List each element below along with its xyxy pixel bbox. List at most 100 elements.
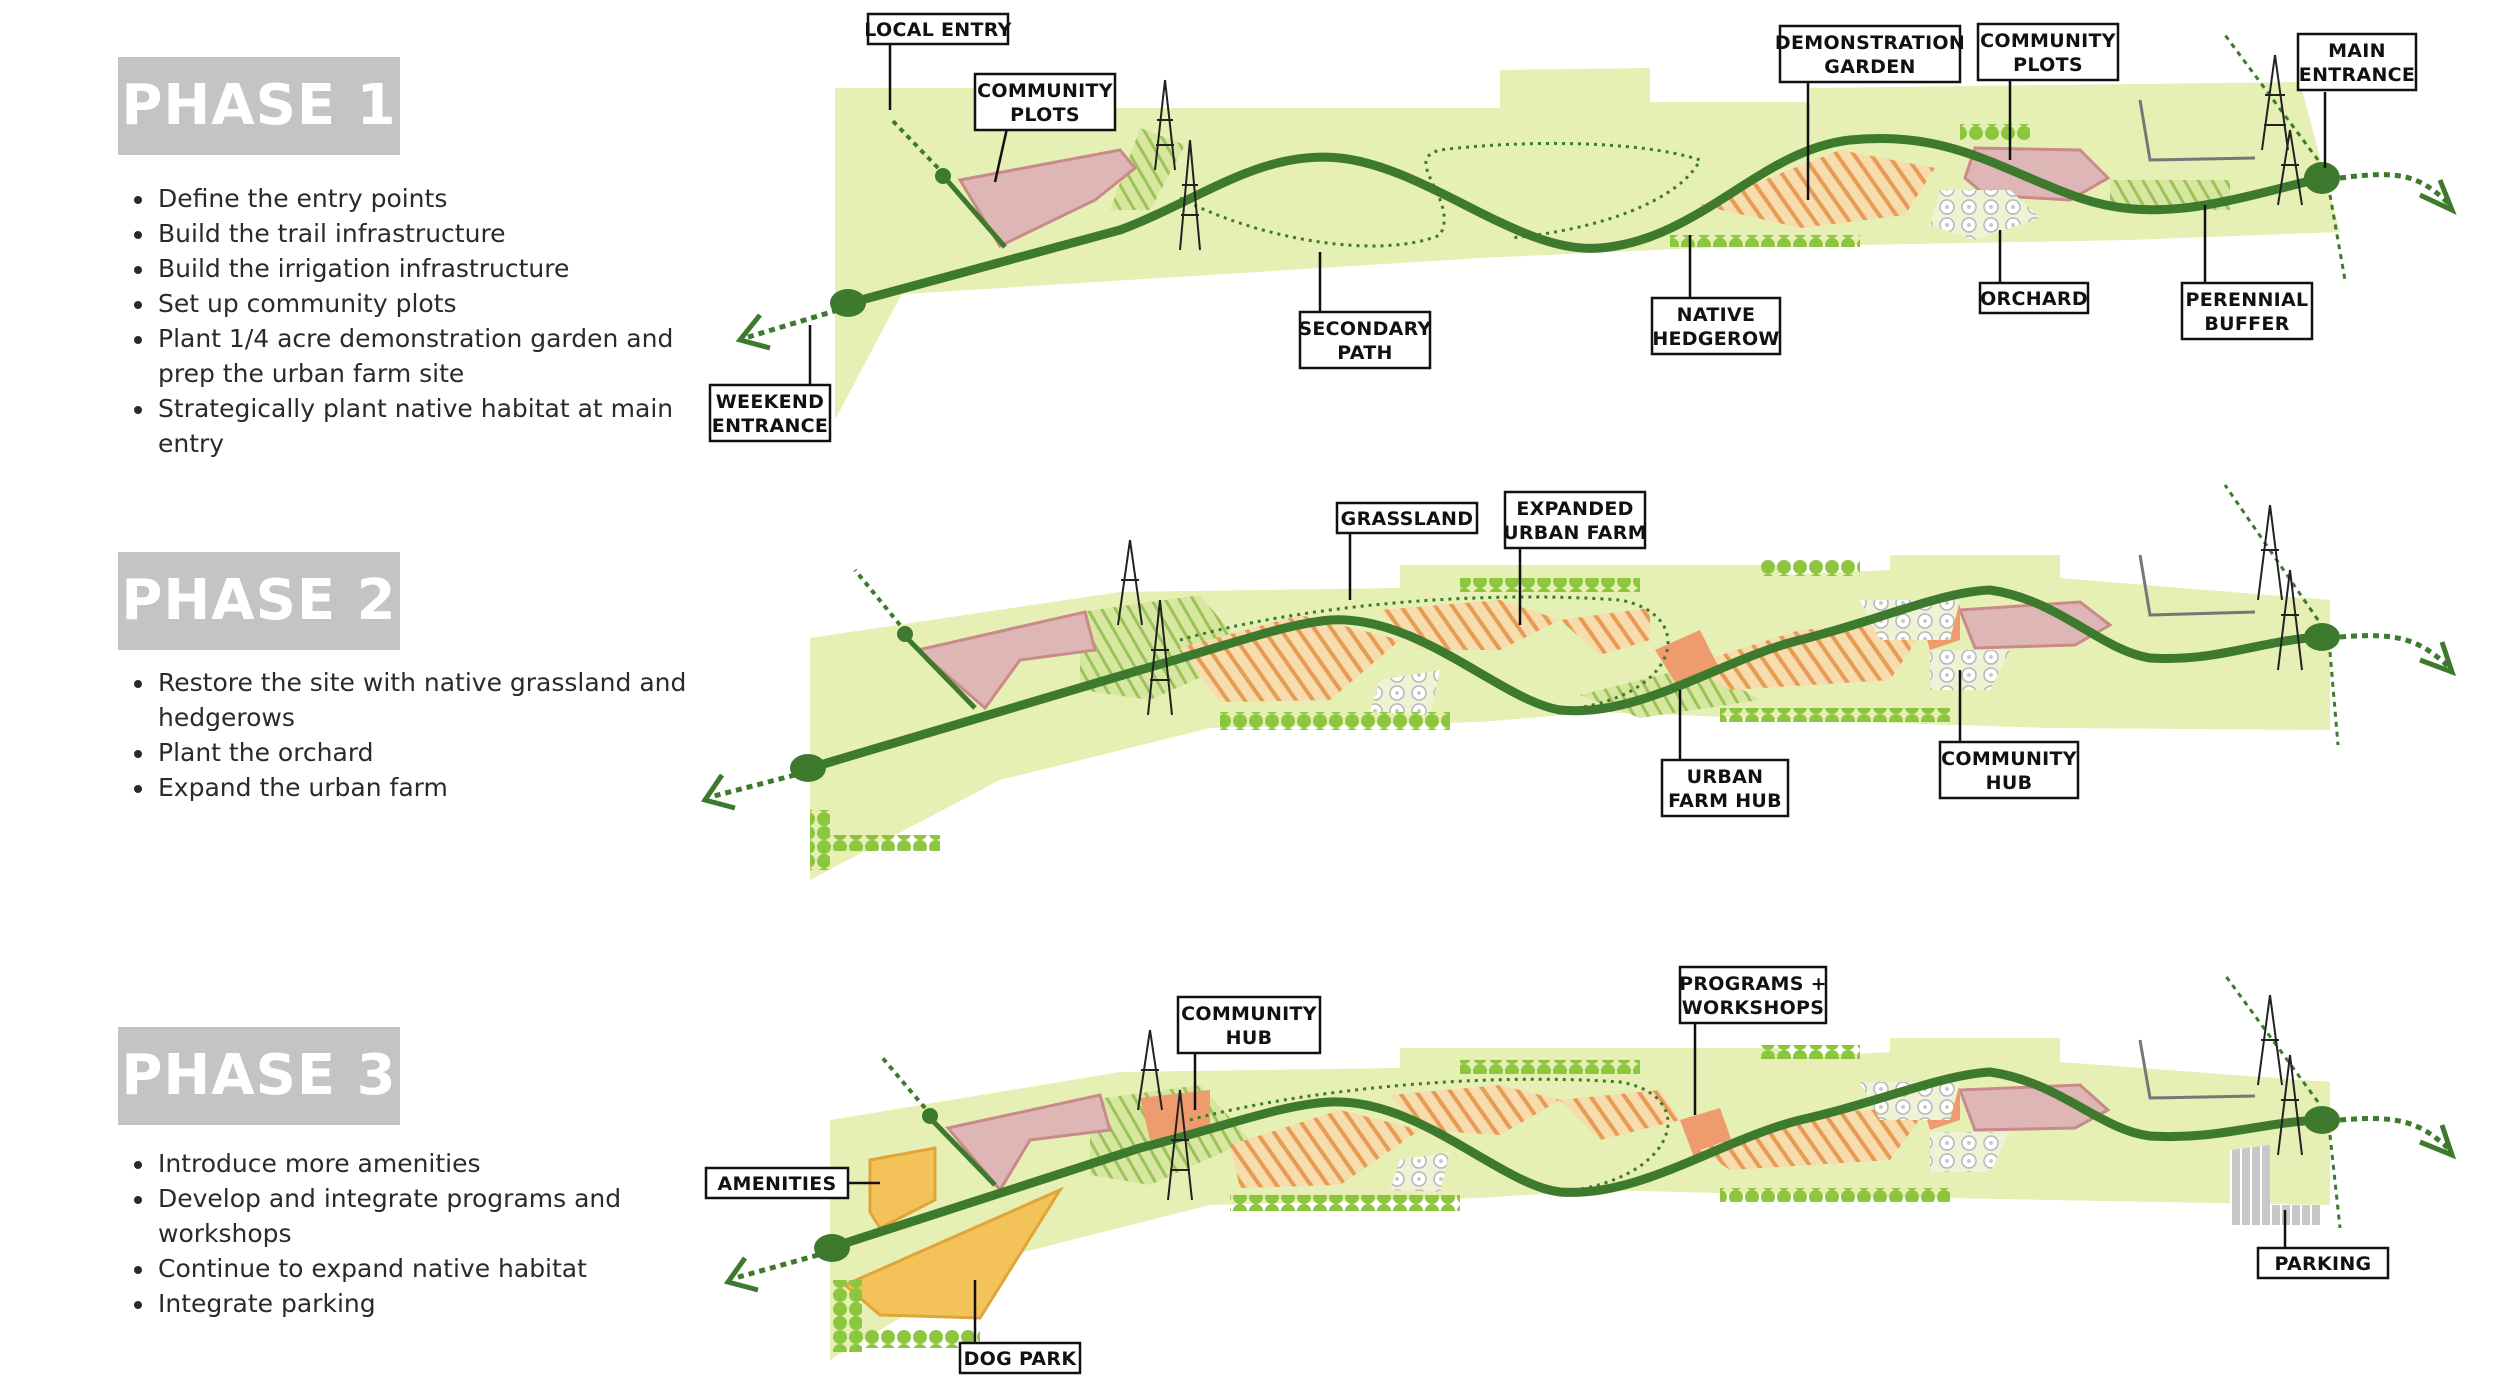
phase-1-bullet: Set up community plots xyxy=(156,286,716,321)
label-weekend-entrance: WEEKEND ENTRANCE xyxy=(708,383,832,443)
native-hedgerow xyxy=(860,1330,980,1348)
label-text: WORKSHOPS xyxy=(1682,997,1825,1019)
grass-strip xyxy=(1110,128,1185,210)
power-pylon-icon xyxy=(1137,1029,1163,1111)
secondary-path xyxy=(1179,595,1670,712)
arrow-icon xyxy=(2339,172,2452,207)
native-hedgerow xyxy=(1760,560,1860,576)
wall-line xyxy=(2138,1039,2256,1100)
weekend-entrance-node xyxy=(830,289,866,317)
arrow-icon xyxy=(2339,633,2452,670)
arrow-icon xyxy=(2418,179,2457,215)
parking xyxy=(2230,1145,2320,1225)
label-expanded-urban-farm: EXPANDED URBAN FARM xyxy=(1503,490,1647,550)
phase-3-leaders xyxy=(848,1022,2287,1343)
power-pylon-icon xyxy=(2277,569,2303,671)
native-hedgerow xyxy=(1760,1045,1860,1059)
native-hedgerow xyxy=(810,810,830,870)
power-pylon-icon xyxy=(2277,1054,2303,1156)
label-text: HUB xyxy=(1986,772,2033,794)
local-entry-node xyxy=(922,1108,938,1124)
label-text: PATH xyxy=(1337,342,1392,364)
power-pylon-icon xyxy=(1179,139,1201,251)
phase-2-bullet: Expand the urban farm xyxy=(156,770,716,805)
arrow-icon xyxy=(2339,1116,2452,1152)
arrow-icon xyxy=(888,116,940,170)
label-text: BUFFER xyxy=(2204,313,2289,335)
community-hub xyxy=(1140,1090,1210,1140)
label-local-entry: LOCAL ENTRY xyxy=(864,12,1011,46)
label-text: DOG PARK xyxy=(964,1348,1078,1370)
label-dog-park: DOG PARK xyxy=(958,1341,1082,1375)
phase-1-plan xyxy=(735,34,2457,420)
phase-1-bullet: Define the entry points xyxy=(156,181,716,216)
label-community-plots: COMMUNITY PLOTS xyxy=(973,72,1117,132)
phase-2-bullet: Plant the orchard xyxy=(156,735,716,770)
main-trail xyxy=(828,1067,2323,1253)
power-pylon-icon xyxy=(2277,129,2303,206)
urban-farm xyxy=(1390,1085,1560,1135)
phase-2-plan xyxy=(700,484,2457,880)
label-text: DEMONSTRATION xyxy=(1775,32,1965,54)
label-demonstration-garden: DEMONSTRATION GARDEN xyxy=(1775,24,1965,84)
label-grassland: GRASSLAND xyxy=(1335,501,1479,535)
site-boundary xyxy=(810,555,2330,880)
label-text: NATIVE xyxy=(1677,304,1756,326)
label-text: COMMUNITY xyxy=(977,80,1113,102)
phase-3-bullet: Continue to expand native habitat xyxy=(156,1251,716,1286)
phase-3-bullet: Develop and integrate programs and works… xyxy=(156,1181,716,1251)
phase-3-bullet: Introduce more amenities xyxy=(156,1146,716,1181)
callout-labels: LOCAL ENTRY COMMUNITY PLOTS DEMONSTRATIO… xyxy=(704,12,2418,1375)
native-hedgerow xyxy=(1460,1060,1640,1074)
local-entry-path xyxy=(928,1116,997,1187)
arrow-icon xyxy=(700,773,736,811)
label-text: PERENNIAL xyxy=(2186,289,2309,311)
phase-1-leaders xyxy=(808,44,2327,385)
urban-farm xyxy=(1230,1110,1420,1188)
expanded-urban-farm xyxy=(1180,615,1400,702)
phase-1-bullet: Plant 1/4 acre demonstration garden and … xyxy=(156,321,716,391)
urban-farm xyxy=(1560,1090,1680,1140)
orchard xyxy=(1930,650,2010,690)
label-native-hedgerow: NATIVE HEDGEROW xyxy=(1650,296,1782,356)
native-hedgerow xyxy=(1670,235,1860,247)
phase-1-bullet: Build the trail infrastructure xyxy=(156,216,716,251)
native-hedgerow xyxy=(830,835,940,851)
native-hedgerow xyxy=(1220,712,1450,730)
native-hedgerow xyxy=(1960,124,2030,140)
label-text: LOCAL ENTRY xyxy=(864,19,1011,41)
arrow-icon xyxy=(2328,1134,2342,1229)
label-text: COMMUNITY xyxy=(1181,1003,1317,1025)
label-text: URBAN xyxy=(1687,766,1764,788)
secondary-path xyxy=(1179,141,1703,248)
phase-2-title: PHASE 2 xyxy=(118,552,400,650)
wall-line xyxy=(2138,554,2256,617)
local-entry-path xyxy=(903,634,977,710)
label-text: EXPANDED xyxy=(1516,498,1633,520)
power-pylon-icon xyxy=(1167,1089,1193,1201)
expanded-urban-farm xyxy=(1690,620,1930,690)
label-text: FARM HUB xyxy=(1668,790,1782,812)
arrow-icon xyxy=(2223,484,2320,621)
arrow-icon xyxy=(735,313,771,351)
power-pylon-icon xyxy=(2257,994,2283,1086)
label-main-entrance: MAIN ENTRANCE xyxy=(2296,32,2418,92)
label-community-hub: COMMUNITY HUB xyxy=(1938,740,2080,800)
weekend-entrance-node xyxy=(790,754,826,782)
label-text: PARKING xyxy=(2275,1253,2372,1275)
label-community-hub: COMMUNITY HUB xyxy=(1176,995,1322,1055)
power-pylon-icon xyxy=(1117,539,1143,626)
wall-line xyxy=(2138,99,2256,162)
phase-1-bullets: Define the entry points Build the trail … xyxy=(128,181,716,461)
label-secondary-path: SECONDARY PATH xyxy=(1298,310,1431,370)
native-hedgerow xyxy=(1230,1195,1460,1211)
label-text: COMMUNITY xyxy=(1980,30,2116,52)
main-trail xyxy=(848,133,2324,308)
local-entry-path xyxy=(943,176,1007,249)
arrow-icon xyxy=(709,772,796,800)
orchard xyxy=(1370,670,1440,715)
arrow-icon xyxy=(2223,974,2320,1103)
urban-farm xyxy=(1700,1105,1930,1170)
arrow-icon xyxy=(2328,194,2347,281)
weekend-entrance-node xyxy=(814,1234,850,1262)
